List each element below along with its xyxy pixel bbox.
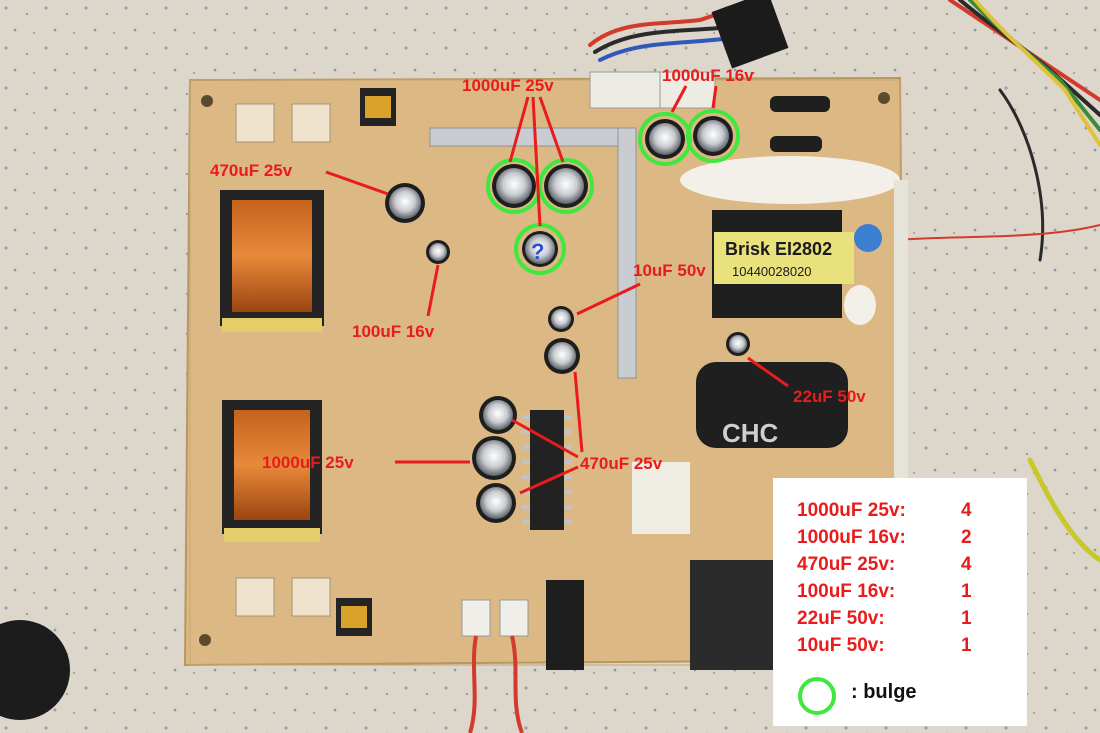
bulge-key-icon bbox=[798, 677, 836, 715]
fan-corner bbox=[0, 620, 70, 720]
inductor-top bbox=[360, 88, 396, 126]
transformer-bottom-left bbox=[222, 400, 322, 542]
connector-white bbox=[461, 599, 491, 637]
legend-name: 1000uF 16v: bbox=[797, 527, 906, 548]
label-470uf-25v-left: 470uF 25v bbox=[210, 161, 293, 180]
fan bbox=[690, 560, 780, 670]
blue-capacitor bbox=[854, 224, 882, 252]
connector-top-2 bbox=[659, 71, 716, 109]
transformer-top-left bbox=[220, 190, 324, 332]
bulk-cap-brand: CHC bbox=[722, 418, 779, 448]
diode bbox=[770, 136, 822, 152]
question-mark: ? bbox=[531, 239, 544, 264]
label-1000uf-25v-top: 1000uF 25v bbox=[462, 76, 554, 95]
ic-chip bbox=[530, 410, 564, 530]
annotation-lines bbox=[325, 85, 789, 495]
bulk-capacitor: CHC bbox=[696, 362, 848, 448]
legend-name: 10uF 50v: bbox=[797, 635, 885, 656]
label-1000uf-16v-top: 1000uF 16v bbox=[662, 66, 754, 85]
transformer-main: Brisk EI2802 10440028020 bbox=[712, 210, 854, 318]
legend-name: 100uF 16v: bbox=[797, 581, 896, 602]
legend-box: 1000uF 25v: 4 1000uF 16v: 2 470uF 25v: 4… bbox=[773, 478, 1027, 726]
bulge-key-label: : bulge bbox=[851, 681, 917, 703]
legend-count: 4 bbox=[961, 500, 972, 521]
label-1000uf-25v-bottom: 1000uF 25v bbox=[262, 453, 354, 472]
glue-blob bbox=[680, 156, 900, 204]
inductor-bottom bbox=[336, 598, 372, 636]
legend-count: 1 bbox=[961, 608, 972, 629]
connector-white bbox=[499, 599, 529, 637]
label-22uf-50v: 22uF 50v bbox=[793, 387, 866, 406]
legend-name: 470uF 25v: bbox=[797, 554, 896, 575]
black-strap bbox=[711, 0, 789, 69]
connector-top bbox=[589, 71, 663, 109]
legend-name: 1000uF 25v: bbox=[797, 500, 906, 521]
legend-count: 1 bbox=[961, 635, 972, 656]
diode bbox=[770, 96, 830, 112]
jack bbox=[546, 580, 584, 670]
wire-bundle bbox=[588, 0, 1100, 563]
legend-count: 2 bbox=[961, 527, 972, 548]
label-470uf-25v-bottom: 470uF 25v bbox=[580, 454, 663, 473]
label-10uf-50v: 10uF 50v bbox=[633, 261, 706, 280]
label-100uf-16v: 100uF 16v bbox=[352, 322, 435, 341]
resistor bbox=[894, 180, 908, 480]
transformer-code: 10440028020 bbox=[732, 264, 812, 279]
transformer-brand: Brisk EI2802 bbox=[725, 239, 832, 259]
heatsink bbox=[429, 127, 637, 379]
legend-name: 22uF 50v: bbox=[797, 608, 885, 629]
capacitors bbox=[385, 116, 750, 523]
legend-count: 1 bbox=[961, 581, 972, 602]
bulge-markers bbox=[486, 109, 740, 275]
legend-count: 4 bbox=[961, 554, 972, 575]
white-block bbox=[632, 462, 690, 534]
